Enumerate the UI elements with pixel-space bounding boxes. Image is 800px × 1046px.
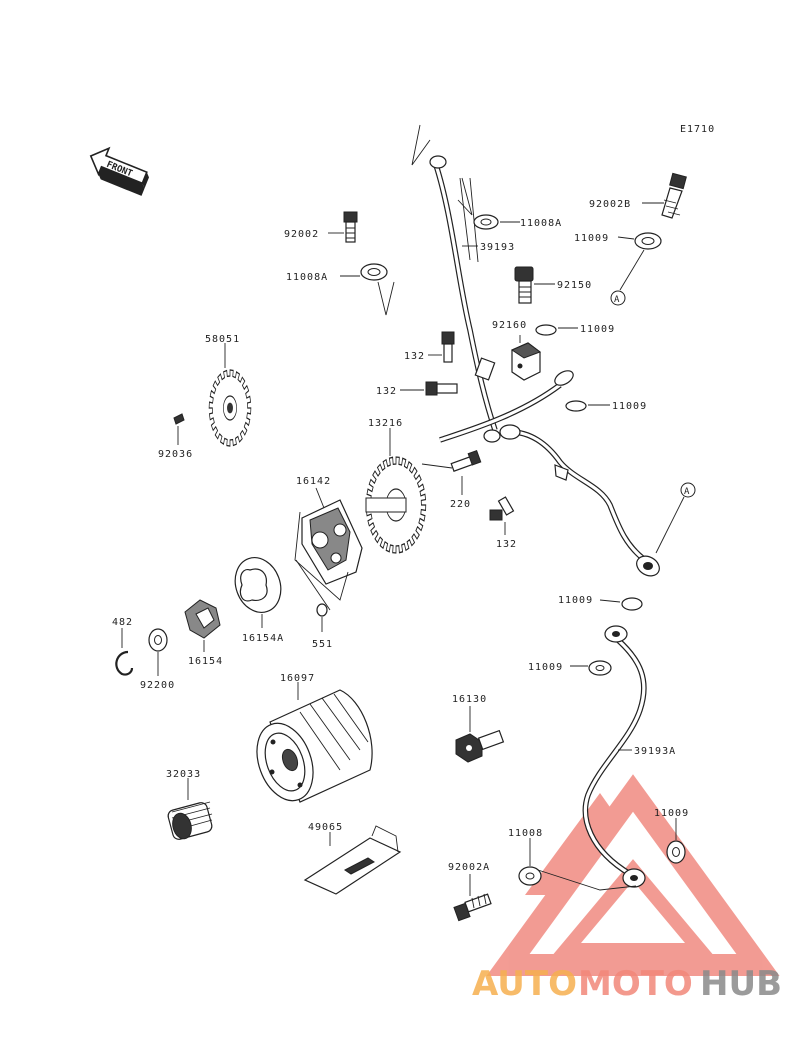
watermark-logo — [486, 774, 780, 976]
washer-92200 — [148, 628, 168, 652]
washer-11009-a — [634, 232, 662, 250]
callout-a-bottom — [680, 482, 696, 498]
label-220: 220 — [450, 499, 471, 510]
label-92150: 92150 — [557, 280, 592, 291]
label-11009-c: 11009 — [612, 401, 647, 412]
gear58051-bore — [227, 402, 233, 414]
label-32033: 32033 — [166, 769, 201, 780]
washer-11008A-top — [457, 177, 520, 230]
label-132-a: 132 — [404, 351, 425, 362]
label-11009-f: 11009 — [654, 808, 689, 819]
label-39193A: 39193A — [634, 746, 676, 757]
label-11009-e: 11009 — [528, 662, 563, 673]
washer-11009-c — [565, 400, 587, 412]
callout-a-top-text: A — [614, 295, 620, 305]
washer-11009-e — [588, 660, 612, 676]
label-11009-a: 11009 — [574, 233, 609, 244]
bolt-132-b — [425, 381, 458, 396]
watermark-auto: AUTO — [472, 964, 577, 1004]
fitting-16130 — [455, 729, 505, 763]
front-arrow-icon: FRONT — [89, 146, 149, 196]
label-11008: 11008 — [508, 828, 543, 839]
oil-filter-16097 — [256, 689, 373, 803]
label-132-c: 132 — [496, 539, 517, 550]
label-58051: 58051 — [205, 334, 240, 345]
washer-11008A-left — [360, 263, 395, 316]
gear-13216 — [365, 456, 427, 554]
oil-pipe-39193A — [537, 625, 647, 891]
pump-body-16142 — [294, 499, 363, 611]
label-11008A-left: 11008A — [286, 272, 328, 283]
label-16097: 16097 — [280, 673, 315, 684]
block-92160 — [510, 342, 542, 381]
gear-13216-shaft — [365, 497, 407, 513]
rotor-16154A — [234, 557, 282, 613]
callout-a-bottom-text: A — [684, 487, 690, 497]
pin-551 — [316, 603, 328, 617]
gear-58051 — [208, 369, 252, 447]
label-16154: 16154 — [188, 656, 223, 667]
label-39193: 39193 — [480, 242, 515, 253]
label-92002B: 92002B — [589, 199, 631, 210]
label-92036: 92036 — [158, 449, 193, 460]
watermark-moto: MOTO — [578, 964, 693, 1004]
label-132-b: 132 — [376, 386, 397, 397]
bolt-92150 — [514, 266, 534, 304]
label-11009-d: 11009 — [558, 595, 593, 606]
washer-11009-b — [535, 324, 557, 336]
diagram-code: E1710 — [680, 124, 715, 135]
circlip-482 — [115, 650, 134, 676]
watermark-text: AUTO MOTO HUB — [472, 964, 782, 1004]
label-92200: 92200 — [140, 680, 175, 691]
bolt-220 — [450, 450, 482, 472]
label-11009-b: 11009 — [580, 324, 615, 335]
label-16154A: 16154A — [242, 633, 284, 644]
spring-32033 — [167, 801, 213, 840]
label-13216: 13216 — [368, 418, 403, 429]
label-92160: 92160 — [492, 320, 527, 331]
bolt-132-a — [441, 331, 455, 363]
screen-49065 — [303, 825, 402, 895]
label-16142: 16142 — [296, 476, 331, 487]
label-16130: 16130 — [452, 694, 487, 705]
label-482: 482 — [112, 617, 133, 628]
label-49065: 49065 — [308, 822, 343, 833]
label-551: 551 — [312, 639, 333, 650]
rotor-16154 — [184, 599, 221, 639]
bolt-92002 — [343, 211, 358, 243]
callout-a-top — [610, 290, 626, 306]
washer-11009-d — [621, 597, 643, 611]
bolt-92002B — [661, 172, 687, 219]
washer-11009-f — [666, 840, 686, 864]
watermark-hub: HUB — [700, 964, 782, 1004]
label-92002A: 92002A — [448, 862, 490, 873]
washer-11008 — [518, 866, 542, 886]
bolt-92002A — [453, 893, 492, 922]
label-11008A-top: 11008A — [520, 218, 562, 229]
key-92036 — [173, 413, 185, 425]
label-92002: 92002 — [284, 229, 319, 240]
bolt-132-c — [489, 496, 515, 521]
